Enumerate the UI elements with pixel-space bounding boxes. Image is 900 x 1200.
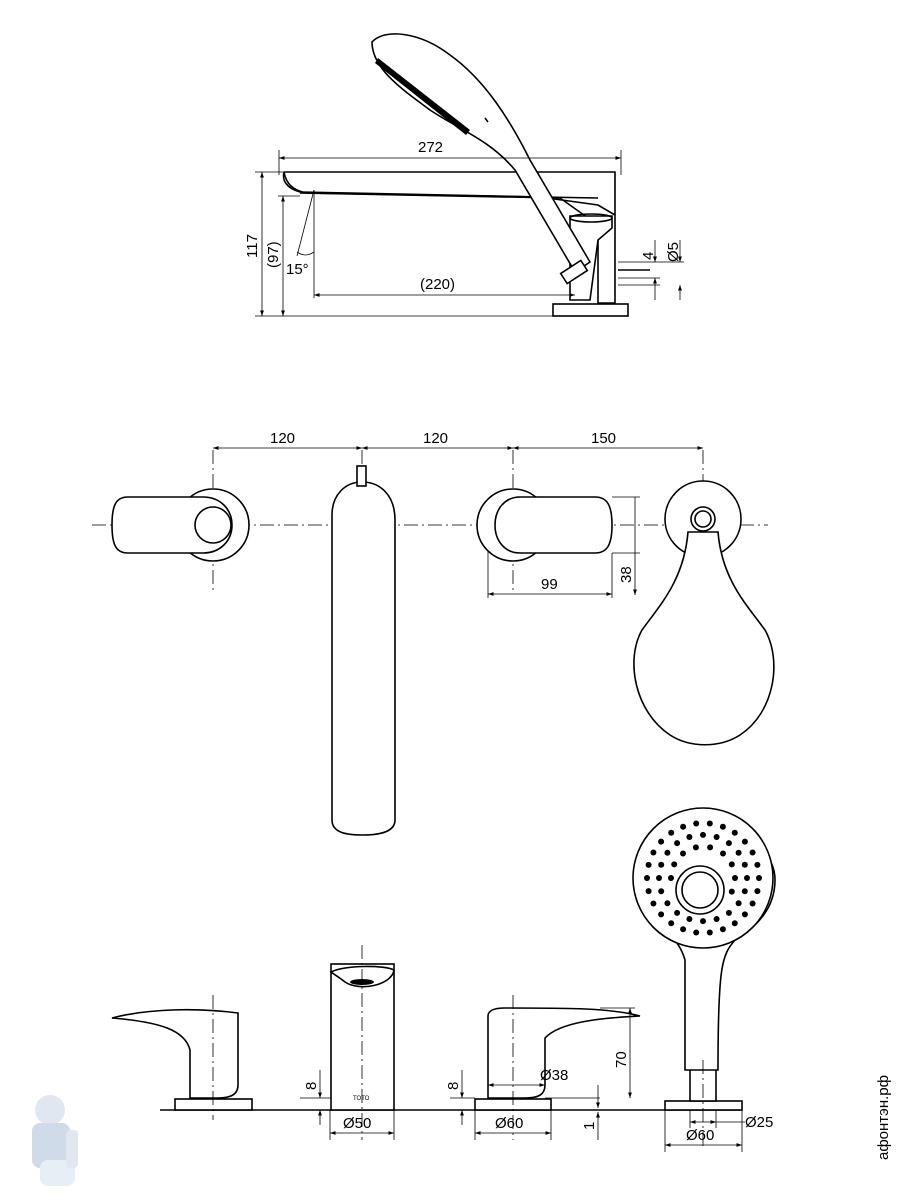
front-handshower: Ø60 Ø25 bbox=[632, 807, 776, 1152]
spray-jet bbox=[693, 820, 700, 827]
spray-jet bbox=[728, 861, 735, 868]
spray-jet bbox=[674, 909, 681, 916]
top-handshower bbox=[633, 480, 775, 746]
spray-jet bbox=[680, 926, 687, 933]
spray-jet bbox=[674, 840, 681, 847]
spray-jet bbox=[656, 875, 662, 881]
spray-jet bbox=[693, 929, 700, 936]
dim-spout-reach: (220) bbox=[420, 276, 455, 293]
spray-jet bbox=[645, 861, 652, 868]
dim-spout-diameter: Ø50 bbox=[343, 1115, 371, 1132]
spray-jet bbox=[668, 920, 675, 927]
dim-shower-hose: Ø25 bbox=[745, 1114, 773, 1131]
front-spout: TOTO Ø50 8 bbox=[300, 945, 395, 1140]
spray-jet bbox=[700, 918, 706, 925]
spray-jet bbox=[754, 861, 761, 868]
spray-jet bbox=[700, 831, 706, 838]
spray-jet bbox=[744, 875, 750, 881]
dim-spout-plate: 8 bbox=[303, 1082, 320, 1090]
side-hose-holder bbox=[569, 215, 613, 301]
top-view: 120 120 150 99 38 bbox=[92, 430, 775, 836]
spray-jet bbox=[650, 849, 657, 856]
spout-brand-mark: TOTO bbox=[353, 1096, 370, 1102]
spray-jet bbox=[680, 850, 686, 857]
spray-jet bbox=[732, 875, 738, 881]
spray-jet bbox=[756, 875, 762, 881]
spray-jet bbox=[644, 875, 650, 881]
dim-valve-plate: 8 bbox=[445, 1082, 462, 1090]
spray-jet bbox=[725, 840, 732, 847]
dim-hose-diameter: Ø5 bbox=[665, 242, 682, 262]
spray-jet bbox=[692, 844, 699, 851]
dim-spout-height: (97) bbox=[265, 241, 282, 268]
dim-spacing-left: 120 bbox=[270, 430, 295, 447]
spray-jet bbox=[645, 888, 652, 895]
spray-jet bbox=[728, 888, 735, 895]
spray-jet bbox=[735, 900, 742, 907]
spray-jet bbox=[658, 838, 665, 845]
spray-jet bbox=[668, 829, 675, 836]
dim-overall-length: 272 bbox=[418, 139, 443, 156]
dim-valve-height: 70 bbox=[613, 1051, 630, 1068]
side-handshower bbox=[371, 33, 592, 274]
spray-jet bbox=[713, 916, 720, 922]
spray-jet bbox=[741, 838, 748, 845]
spray-jet bbox=[664, 849, 671, 856]
spray-jet bbox=[706, 820, 713, 827]
spray-jet bbox=[731, 829, 738, 836]
spray-jet bbox=[719, 926, 726, 933]
watermark-logo bbox=[32, 1095, 78, 1186]
spray-jet bbox=[713, 834, 720, 840]
spray-jet bbox=[707, 844, 714, 851]
dim-valve-diameter: Ø38 bbox=[540, 1067, 568, 1084]
spray-jet bbox=[731, 920, 738, 927]
side-view: 272 117 (97) 15° (220) 4 Ø5 bbox=[244, 33, 684, 317]
front-left-valve bbox=[111, 995, 253, 1120]
spray-jet bbox=[671, 861, 678, 868]
spray-jet bbox=[680, 823, 687, 830]
spray-jet bbox=[658, 911, 665, 918]
side-spout-outline bbox=[283, 171, 599, 199]
spray-jet bbox=[658, 861, 665, 868]
spray-jet bbox=[749, 849, 756, 856]
top-left-valve bbox=[111, 488, 250, 562]
spray-jet bbox=[741, 861, 748, 868]
dim-valve-base: Ø60 bbox=[495, 1115, 523, 1132]
spray-jet bbox=[706, 929, 713, 936]
top-right-valve bbox=[476, 488, 613, 562]
dim-jet-angle: 15° bbox=[286, 261, 309, 278]
front-right-valve: Ø38 70 Ø60 8 1 bbox=[445, 995, 641, 1140]
spray-jet bbox=[686, 834, 693, 840]
spray-jets bbox=[644, 820, 762, 936]
dim-shower-base: Ø60 bbox=[686, 1127, 714, 1144]
front-view: TOTO Ø50 8 Ø38 70 Ø60 bbox=[111, 807, 776, 1152]
side-base-plate bbox=[552, 303, 629, 317]
spray-jet bbox=[650, 900, 657, 907]
spray-jet bbox=[741, 888, 748, 895]
dim-handle-width: 38 bbox=[618, 566, 635, 583]
spray-jet bbox=[686, 916, 693, 922]
spray-jet bbox=[735, 849, 742, 856]
spray-jet bbox=[754, 888, 761, 895]
dim-handle-length: 99 bbox=[541, 576, 558, 593]
spray-jet bbox=[658, 888, 665, 895]
spray-jet bbox=[749, 900, 756, 907]
dim-hose-thickness: 4 bbox=[640, 252, 657, 260]
spray-jet bbox=[720, 850, 726, 857]
dim-spacing-center: 120 bbox=[423, 430, 448, 447]
watermark-site-text: афонтэн.рф bbox=[875, 1075, 892, 1160]
spray-jet bbox=[719, 823, 726, 830]
dim-overall-height: 117 bbox=[244, 234, 261, 258]
spray-jet bbox=[741, 911, 748, 918]
dim-deck-gap: 1 bbox=[581, 1122, 598, 1130]
spray-jet bbox=[725, 909, 732, 916]
spray-jet bbox=[668, 875, 674, 881]
top-spout bbox=[331, 465, 396, 836]
spray-jet bbox=[664, 900, 671, 907]
dim-spacing-right: 150 bbox=[591, 430, 616, 447]
